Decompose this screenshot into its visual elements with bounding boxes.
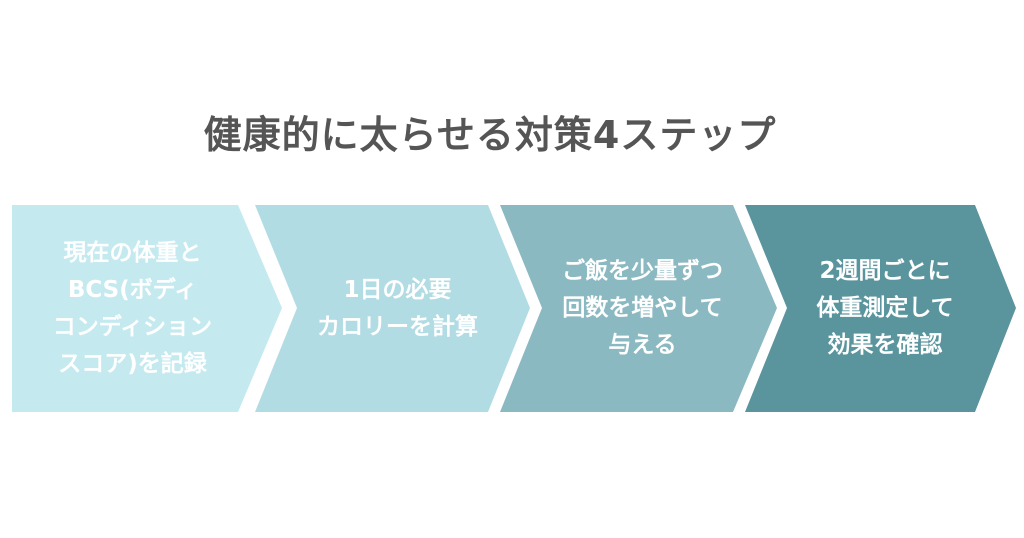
step-1-label: 現在の体重と BCS(ボディ コンディション スコア)を記録	[52, 239, 213, 377]
step-4-arrow	[745, 205, 1016, 412]
step-3-label: ご飯を少量ずつ 回数を増やして 与える	[562, 258, 723, 358]
step-2-arrow	[255, 205, 530, 412]
step-1-arrow	[12, 205, 282, 412]
step-3-arrow	[500, 205, 777, 412]
step-2-label: 1日の必要 カロリーを計算	[317, 276, 478, 340]
page-title: 健康的に太らせる対策4ステップ	[203, 113, 777, 157]
step-4-label: 2週間ごとに 体重測定して 効果を確認	[816, 258, 954, 358]
